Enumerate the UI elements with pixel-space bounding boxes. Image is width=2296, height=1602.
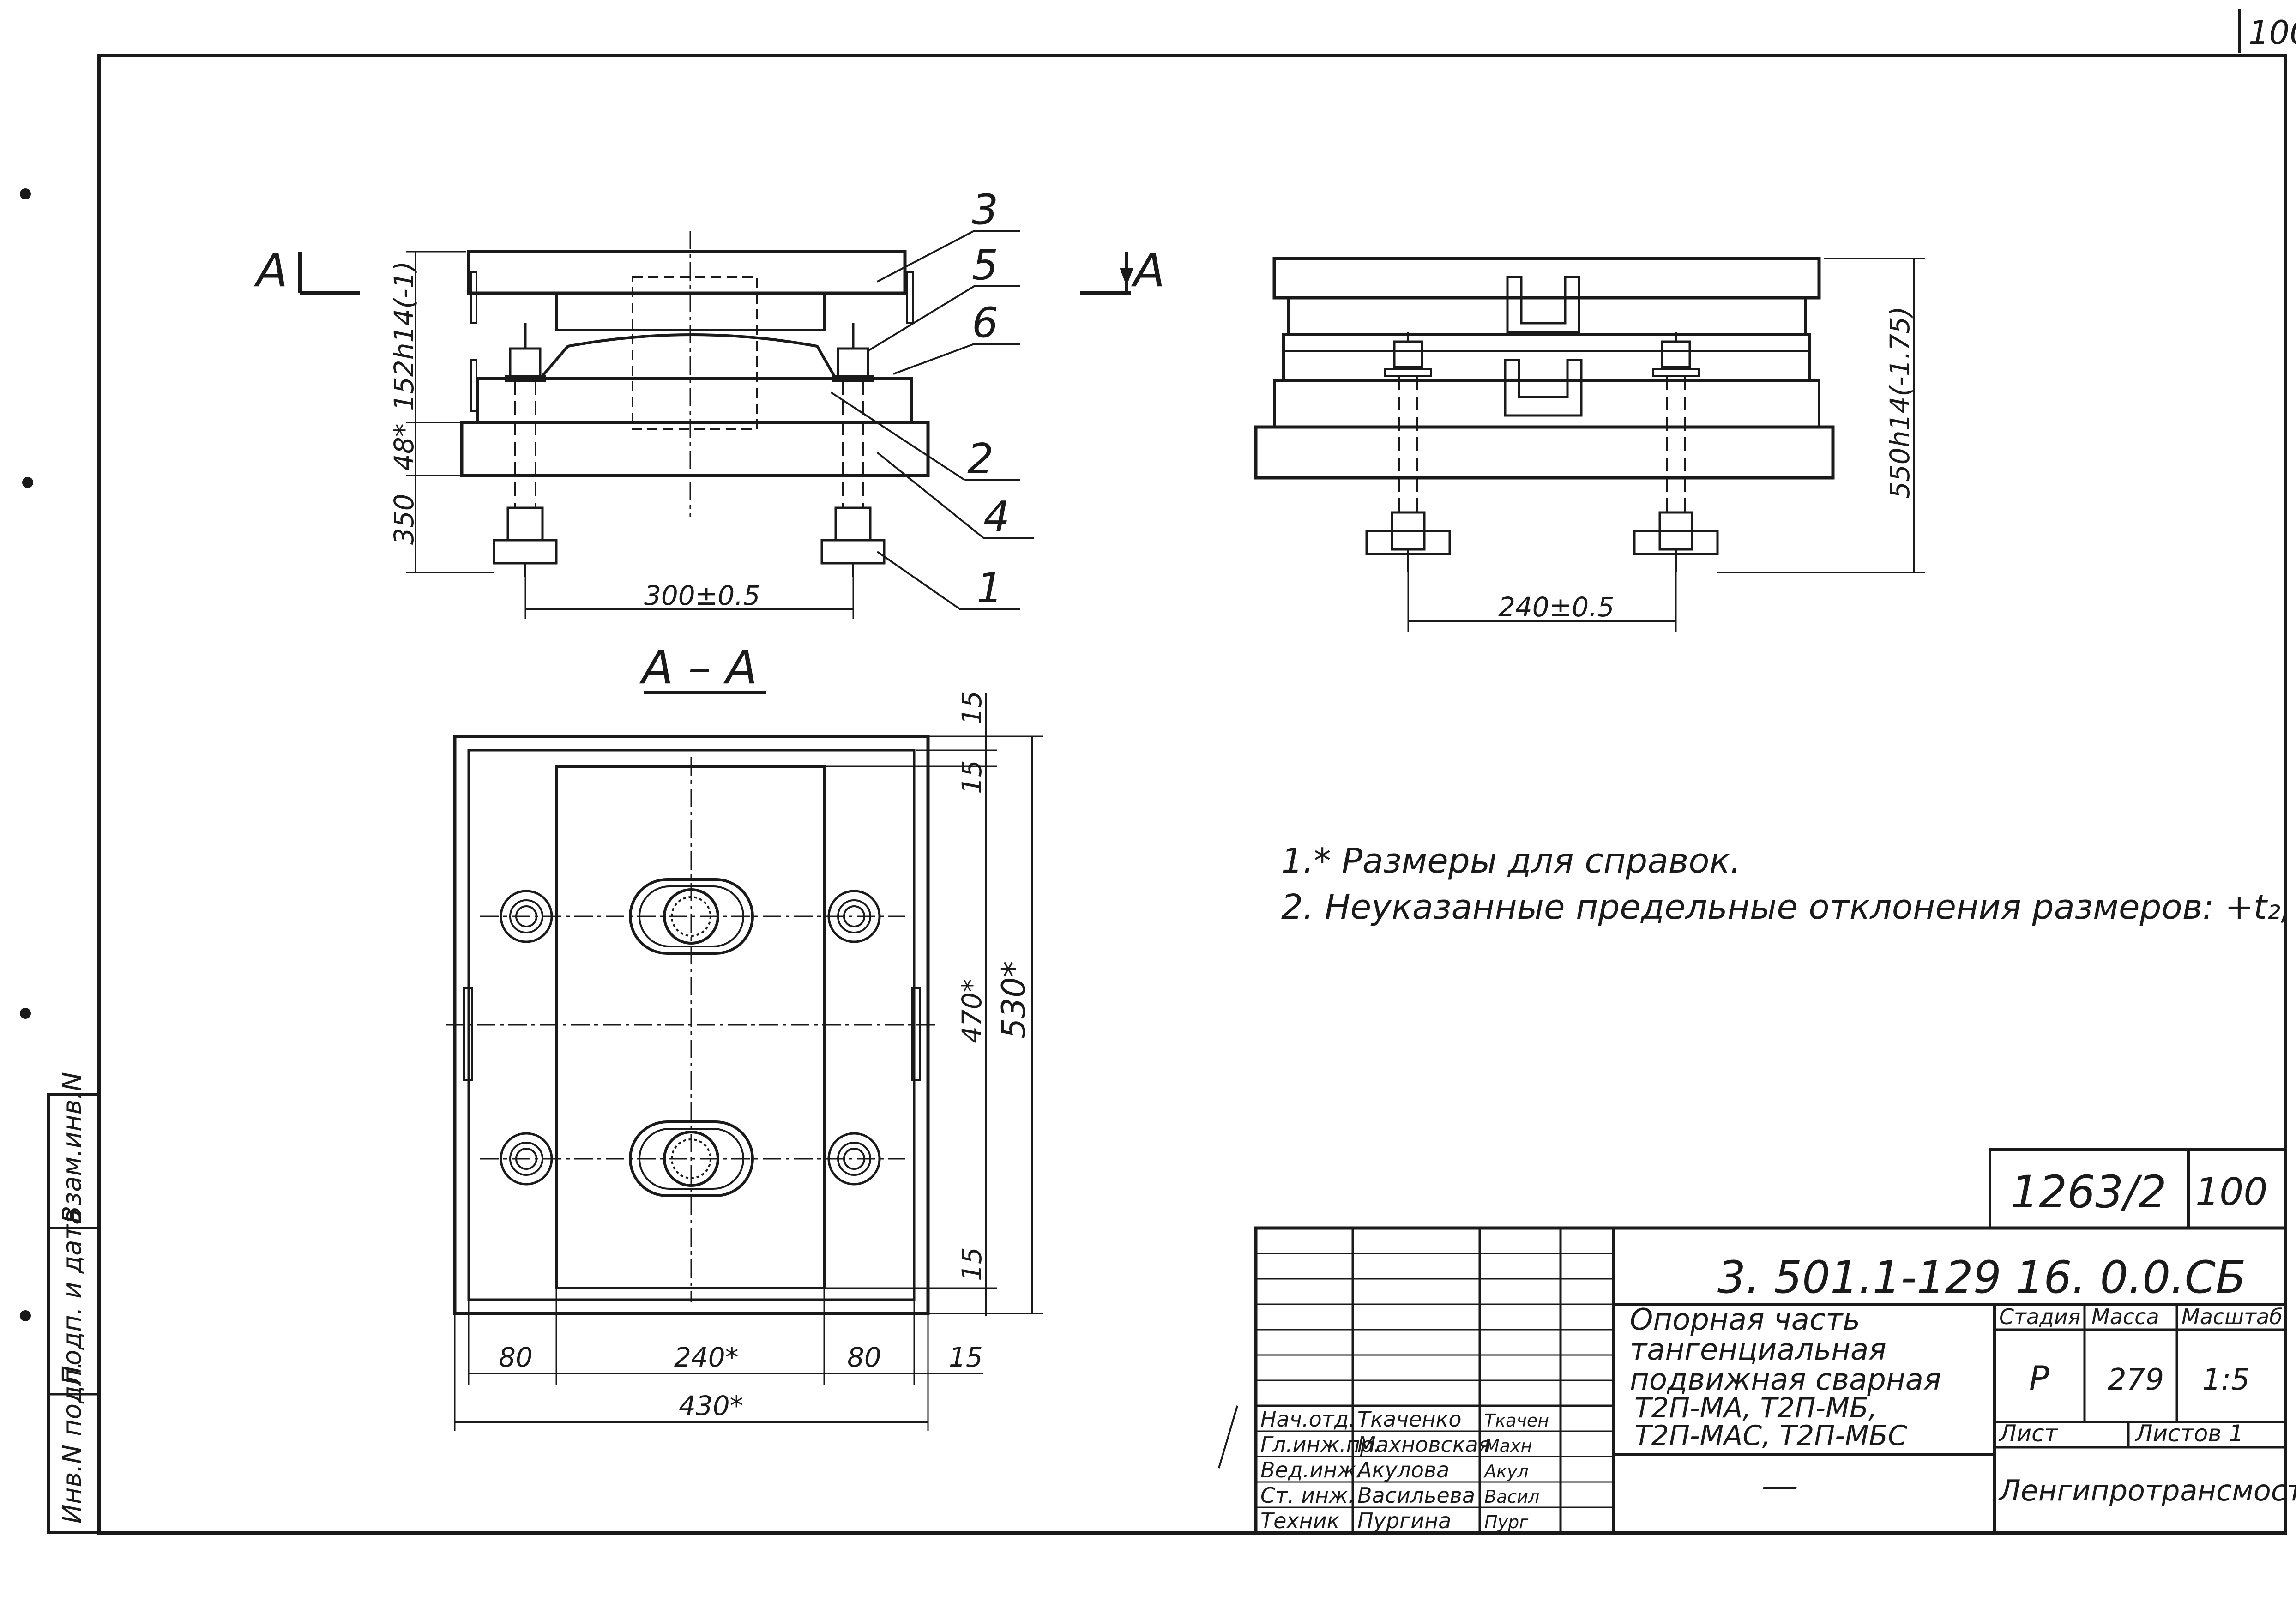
sheet-ref: 1263/2	[2011, 1166, 2167, 1218]
person-name-3: Акулова	[1356, 1457, 1449, 1482]
bolt-top-left	[500, 890, 553, 943]
sheet-label: Лист	[1998, 1420, 2059, 1447]
callout-1: 1	[976, 564, 1003, 613]
person-role-1: Нач.отд.	[1260, 1407, 1356, 1432]
person-sign-1: Ткачен	[1484, 1410, 1549, 1431]
dim-15-bottom: 15	[956, 1247, 988, 1281]
center-stop-top	[629, 878, 754, 955]
dim-152: 152h14(-1)	[388, 261, 420, 411]
value-stage: Р	[2029, 1359, 2049, 1397]
value-scale: 1:5	[2202, 1363, 2250, 1397]
header-scale: Масштаб	[2182, 1304, 2283, 1329]
binding-hole-2	[22, 477, 33, 488]
dim-240-side: 240±0.5	[1498, 591, 1615, 623]
section-title: A – A	[639, 640, 757, 694]
callout-4: 4	[983, 493, 1010, 541]
dim-80-left: 80	[499, 1342, 533, 1373]
person-role-4: Ст. инж.	[1260, 1483, 1355, 1508]
section-mark-right: A	[1131, 243, 1165, 297]
dim-240-section: 240*	[674, 1342, 739, 1373]
bolt-bottom-right	[827, 1132, 881, 1186]
person-sign-5: Пург	[1484, 1512, 1529, 1532]
person-name-5: Пургина	[1357, 1508, 1451, 1533]
side-stamp: Инв.N подл. Подп. и дата Взам.инв.N	[47, 1072, 101, 1534]
description-line-4: Т2П-МА, Т2П-МБ,	[1634, 1392, 1877, 1424]
person-sign-2: Махн	[1484, 1436, 1532, 1456]
binding-hole-3	[20, 1008, 31, 1019]
callout-leaders	[830, 230, 1034, 610]
person-role-3: Вед.инж.	[1260, 1457, 1363, 1482]
dim-350: 350	[388, 494, 420, 545]
dim-15-right: 15	[949, 1342, 983, 1373]
page-number: 100	[2248, 14, 2296, 52]
dim-530: 530*	[995, 961, 1033, 1039]
description-line-1: Опорная часть	[1630, 1303, 1860, 1337]
designation: 3. 501.1-129 16. 0.0.СБ	[1717, 1252, 2246, 1303]
note-1: 1.* Размеры для справок.	[1281, 841, 1741, 881]
person-name-1: Ткаченко	[1357, 1407, 1462, 1432]
section-mark-left: A	[253, 243, 288, 297]
bolt-bottom-left	[500, 1132, 553, 1186]
binding-hole-4	[20, 1310, 31, 1321]
front-vertical-dims	[406, 251, 494, 573]
front-view: A A	[253, 186, 1165, 619]
anchor-bolt-left	[493, 323, 558, 577]
side-view: 550h14(-1.75) 240±0.5	[1254, 257, 1925, 632]
side-stamp-inv: Инв.N подл.	[57, 1361, 87, 1524]
notes: 1.* Размеры для справок. 2. Неуказанные …	[1281, 841, 2296, 927]
side-stamp-sign: Подп. и дата	[57, 1209, 87, 1385]
value-mass: 279	[2108, 1363, 2164, 1397]
person-name-2: Махновская	[1357, 1432, 1491, 1457]
description-line-2: тангенциальная	[1630, 1333, 1886, 1367]
dim-470: 470*	[956, 979, 988, 1043]
person-name-4: Васильева	[1357, 1483, 1475, 1508]
person-role-5: Техник	[1260, 1508, 1340, 1533]
dim-300: 300±0.5	[644, 580, 760, 611]
organization: Ленгипротрансмост	[1998, 1474, 2296, 1507]
header-mass: Масса	[2091, 1304, 2159, 1329]
callout-2: 2	[967, 435, 994, 483]
title-dash: —	[1761, 1464, 1798, 1507]
section-view: A – A	[446, 640, 1043, 1431]
dim-15-top-b: 15	[956, 760, 988, 794]
side-stamp-replace: Взам.инв.N	[57, 1072, 87, 1223]
drawing-frame	[97, 54, 2287, 1535]
anchor-bolt-right	[820, 323, 886, 577]
description-line-5: Т2П-МАС, Т2П-МБС	[1634, 1420, 1907, 1452]
sheets-label: Листов 1	[2134, 1420, 2243, 1447]
note-2: 2. Неуказанные предельные отклонения раз…	[1281, 887, 2296, 927]
binding-hole-1	[20, 188, 31, 199]
dim-15-top-a: 15	[956, 691, 988, 725]
callout-3: 3	[972, 186, 998, 234]
dim-430: 430*	[679, 1390, 743, 1421]
bolt-top-right	[827, 890, 881, 943]
header-stage: Стадия	[1999, 1304, 2080, 1329]
dim-550: 550h14(-1.75)	[1884, 306, 1916, 499]
person-sign-3: Акул	[1483, 1461, 1529, 1482]
callout-6: 6	[972, 299, 998, 347]
sheet-ref-page: 100	[2195, 1170, 2268, 1214]
person-sign-4: Васил	[1484, 1487, 1539, 1507]
person-role-2: Гл.инж.пр.	[1260, 1432, 1380, 1457]
description-line-3: подвижная сварная	[1630, 1363, 1941, 1397]
title-block: 1263/2 100 3. 501.1-129 16. 0.0.СБ Опорн…	[1218, 1148, 2296, 1535]
dim-80-right: 80	[847, 1342, 881, 1373]
callout-5: 5	[972, 241, 998, 289]
center-stop-bottom	[629, 1120, 754, 1197]
dim-48: 48*	[388, 423, 420, 471]
